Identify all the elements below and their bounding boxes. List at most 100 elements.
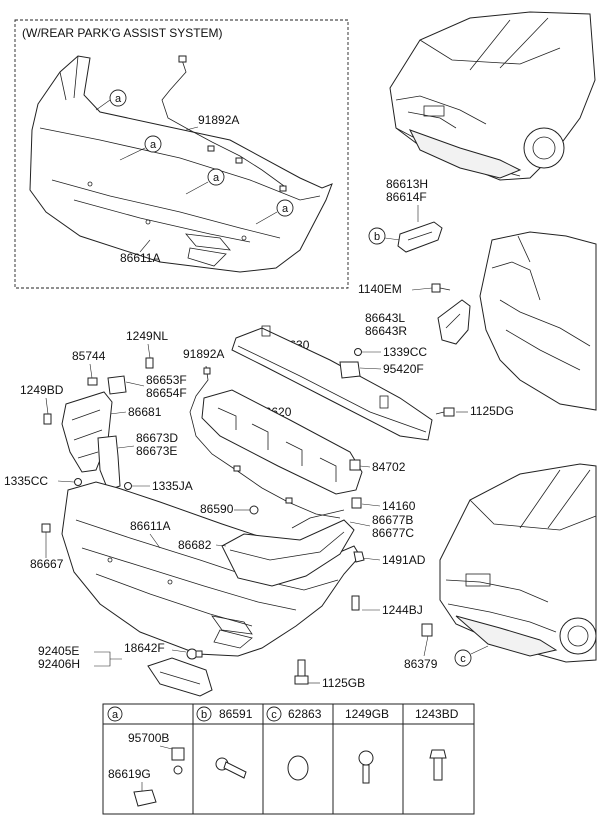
reinforcement-beam-86630 [231,325,433,441]
bumper-cover-variant [29,55,333,273]
label-91892A: 91892A [183,347,224,361]
clip-1335JA [124,482,132,490]
clip-86590 [249,505,259,515]
legend-table [102,703,475,815]
svg-text:a: a [150,139,157,151]
fastener-14160 [351,497,362,509]
bolt-1243BD [429,749,447,781]
label-1140EM: 1140EM [358,282,402,296]
svg-text:b: b [201,709,207,721]
label-86673D: 86673D [136,431,178,445]
bolt-1125GB [294,659,309,685]
label-86614F: 86614F [386,190,427,204]
bracket-95420F [339,361,361,379]
wiring-harness-variant [161,55,287,192]
variant-box-title: (W/REAR PARK'G ASSIST SYSTEM) [22,26,223,40]
label-86613H: 86613H [386,177,428,191]
bolt-1249GB [358,750,374,784]
svg-text:a: a [112,709,119,721]
nut-1339CC [354,348,362,356]
label-1335CC: 1335CC [4,474,48,488]
vehicle-rear-bottom [439,463,597,663]
label-1339CC: 1339CC [383,345,427,359]
label-86677B: 86677B [372,513,413,527]
ref-a-circle-2: a [119,135,162,161]
clip-1335CC [74,478,82,486]
nut-1491AD [353,551,365,563]
label-18642F: 18642F [124,641,165,655]
vehicle-rear-top [389,11,596,181]
label-86681: 86681 [128,405,162,419]
svg-text:a: a [282,203,289,215]
label-91892A-top: 91892A [198,113,239,127]
bolt-1140EM [431,283,451,293]
svg-text:a: a [213,172,220,184]
svg-text:a: a [115,93,122,105]
legend-cell-1249GB: 1249GB [345,707,389,784]
ref-a-circle-1: a [95,89,127,111]
ref-a-circle-4: a [255,199,294,225]
legend-cell-a: a 95700B 86619G [107,706,185,807]
screw-86591 [215,757,247,779]
reflector-92405E [147,657,213,697]
ref-a-circle-3: a [185,168,225,195]
legend-part-1243BD: 1243BD [415,707,459,721]
label-84702: 84702 [372,460,406,474]
legend-part-1249GB: 1249GB [345,707,389,721]
label-86667: 86667 [30,557,64,571]
label-86653F: 86653F [146,373,187,387]
sensor-86619G [133,747,185,807]
plug-86379 [421,623,433,637]
body-side-panel [479,231,597,411]
legend-part-95700B: 95700B [128,731,169,745]
bracket-86673D [97,435,121,491]
variant-box [14,19,349,289]
bracket-86613H [397,221,443,253]
bolt-1249BD [43,413,52,425]
legend-part-86591: 86591 [219,707,253,721]
legend-cell-1243BD: 1243BD [415,707,459,781]
label-86673E: 86673E [136,444,177,458]
pad-84702 [349,459,361,471]
clip-86667 [41,523,51,533]
ref-b-circle: b [368,227,401,245]
label-86682: 86682 [178,538,212,552]
ref-c-circle: c [454,645,489,667]
label-86643L: 86643L [365,311,405,325]
label-86611A: 86611A [130,519,170,533]
bumper-cover-86611A [61,481,361,657]
label-92405E: 92405E [38,644,79,658]
bolt-1125DG [435,407,455,417]
label-86590: 86590 [200,502,234,516]
label-1335JA: 1335JA [152,479,193,493]
bolt-1249NL [145,357,154,369]
legend-cell-c: c 62863 [266,706,322,781]
label-95420F: 95420F [383,362,424,376]
bracket-86643 [437,299,471,345]
label-85744: 85744 [72,349,106,363]
wiring-harness-91892A [189,365,341,519]
label-1125DG: 1125DG [470,404,514,418]
label-1249BD: 1249BD [20,383,64,397]
bolt-1244BJ [351,595,360,611]
label-86654F: 86654F [146,386,187,400]
lower-panel-86682 [221,509,355,587]
label-1244BJ: 1244BJ [382,603,423,617]
bracket-86653F [107,375,127,395]
svg-text:c: c [460,653,466,665]
label-1491AD: 1491AD [382,553,426,567]
legend-part-62863: 62863 [288,707,322,721]
label-1125GB: 1125GB [322,676,365,690]
legend-part-86619G: 86619G [108,767,151,781]
legend-cell-b: b 86591 [196,706,253,779]
label-86643R: 86643R [365,324,407,338]
svg-text:c: c [271,709,277,721]
energy-absorber-86620 [201,389,363,495]
label-86611A-top: 86611A [120,251,160,265]
clip-85744 [87,377,98,386]
bulb-18642F [186,648,203,660]
label-1249NL: 1249NL [126,329,168,343]
svg-text:b: b [374,231,380,243]
label-14160: 14160 [382,499,416,513]
